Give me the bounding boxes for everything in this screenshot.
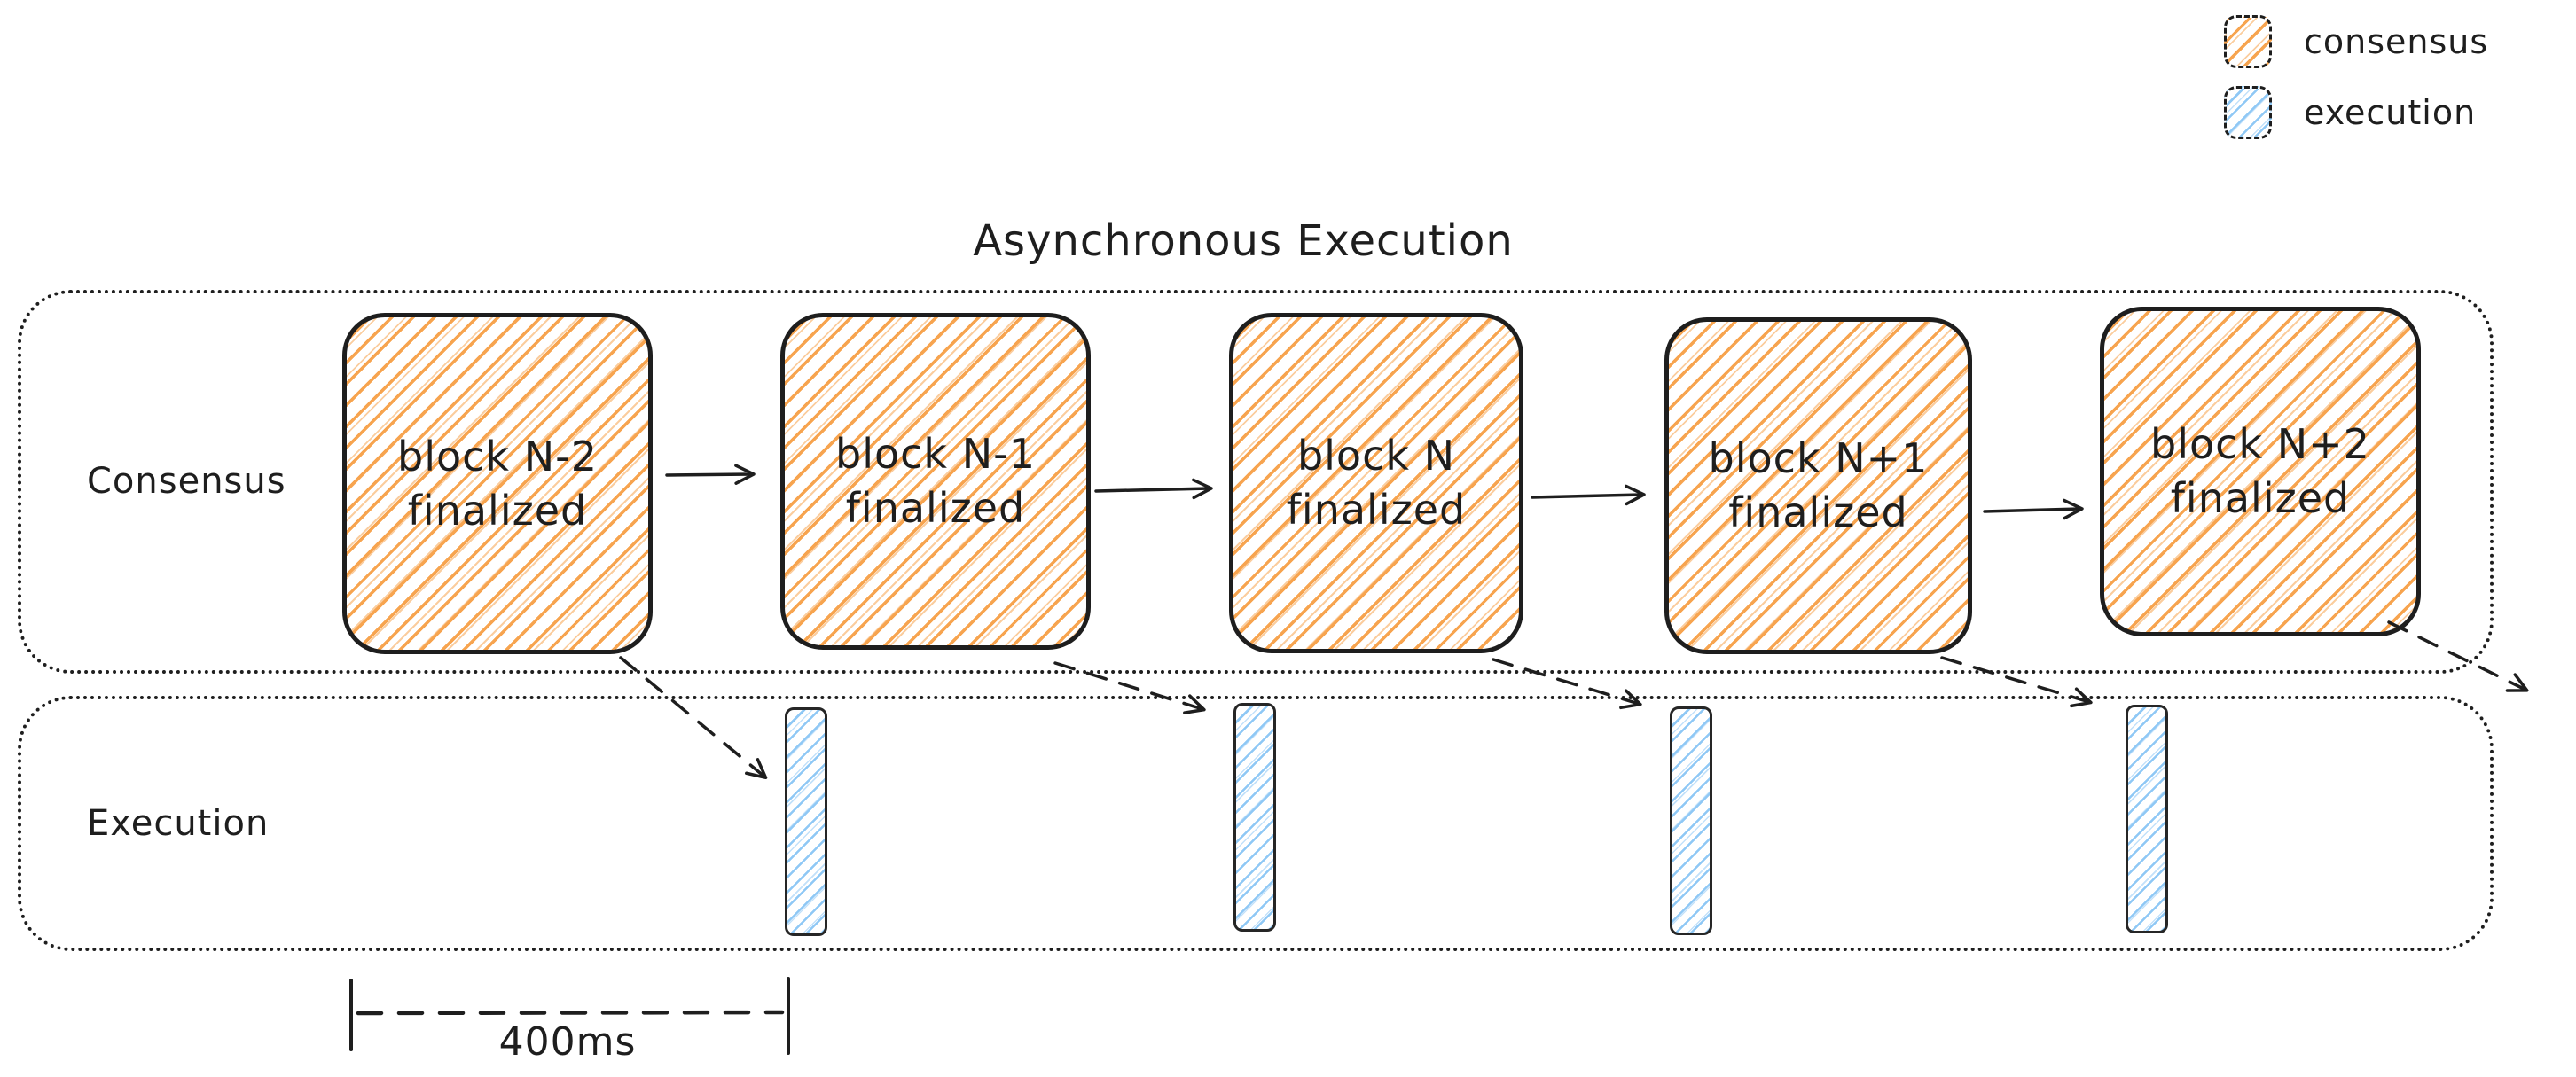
execution-swatch-icon	[2224, 86, 2272, 139]
block-label-line: finalized	[2170, 474, 2351, 522]
consensus-lane-label: Consensus	[87, 461, 286, 502]
consensus-block-n-plus-2: block N+2 finalized	[2100, 307, 2421, 636]
legend-label: execution	[2304, 93, 2477, 132]
legend-item-consensus: consensus	[2224, 15, 2488, 68]
block-label-line: block N+1	[1708, 434, 1929, 483]
block-label-line: block N+2	[2150, 420, 2370, 469]
block-label-line: block N-1	[835, 430, 1036, 479]
consensus-lane	[18, 290, 2494, 674]
execution-lane-label: Execution	[87, 803, 270, 844]
diagram-title: Asynchronous Execution	[973, 216, 1514, 266]
consensus-block-n-minus-2: block N-2 finalized	[342, 313, 653, 654]
execution-bar	[2126, 705, 2168, 933]
legend: consensus execution	[2224, 15, 2488, 157]
block-label-line: finalized	[407, 486, 588, 535]
block-label-line: finalized	[1728, 488, 1908, 536]
block-label-line: finalized	[845, 484, 1026, 532]
execution-bar	[1670, 706, 1712, 935]
consensus-block-n: block N finalized	[1229, 313, 1523, 653]
measurement-label: 400ms	[498, 1019, 637, 1065]
consensus-block-n-minus-1: block N-1 finalized	[780, 313, 1091, 650]
block-label-line: block N-2	[397, 432, 598, 480]
block-label-line: block N	[1296, 432, 1456, 480]
execution-bar	[1233, 703, 1276, 932]
legend-item-execution: execution	[2224, 86, 2488, 139]
legend-label: consensus	[2304, 22, 2489, 61]
consensus-swatch-icon	[2224, 15, 2272, 68]
execution-bar	[785, 707, 827, 936]
block-label-line: finalized	[1286, 486, 1467, 534]
consensus-block-n-plus-1: block N+1 finalized	[1664, 317, 1972, 654]
execution-lane	[18, 696, 2494, 951]
